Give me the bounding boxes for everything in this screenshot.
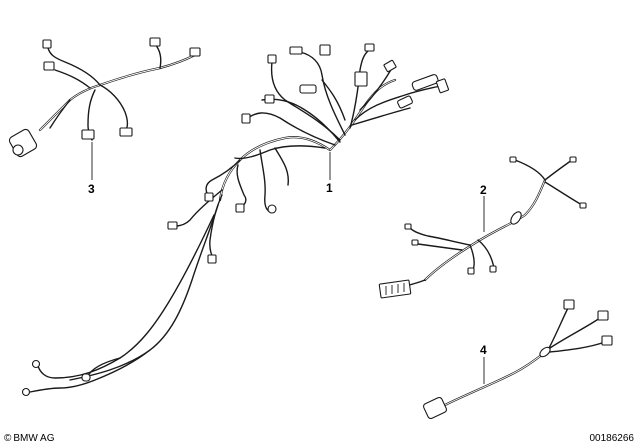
callout-part-3: 3	[88, 182, 95, 196]
callout-part-1: 1	[326, 181, 333, 195]
wiring-harness-part-3	[8, 37, 201, 158]
callout-part-4: 4	[480, 343, 487, 357]
brand-name: BMW AG	[13, 433, 55, 444]
callout-part-2: 2	[480, 183, 487, 197]
main-wiring-harness	[21, 43, 450, 397]
diagram-number: 00186266	[589, 433, 635, 444]
copyright-brand: © BMW AG	[4, 433, 55, 444]
wiring-harness-part-2	[378, 156, 587, 299]
copyright-symbol: ©	[4, 433, 12, 444]
wiring-harness-part-4	[422, 299, 613, 420]
